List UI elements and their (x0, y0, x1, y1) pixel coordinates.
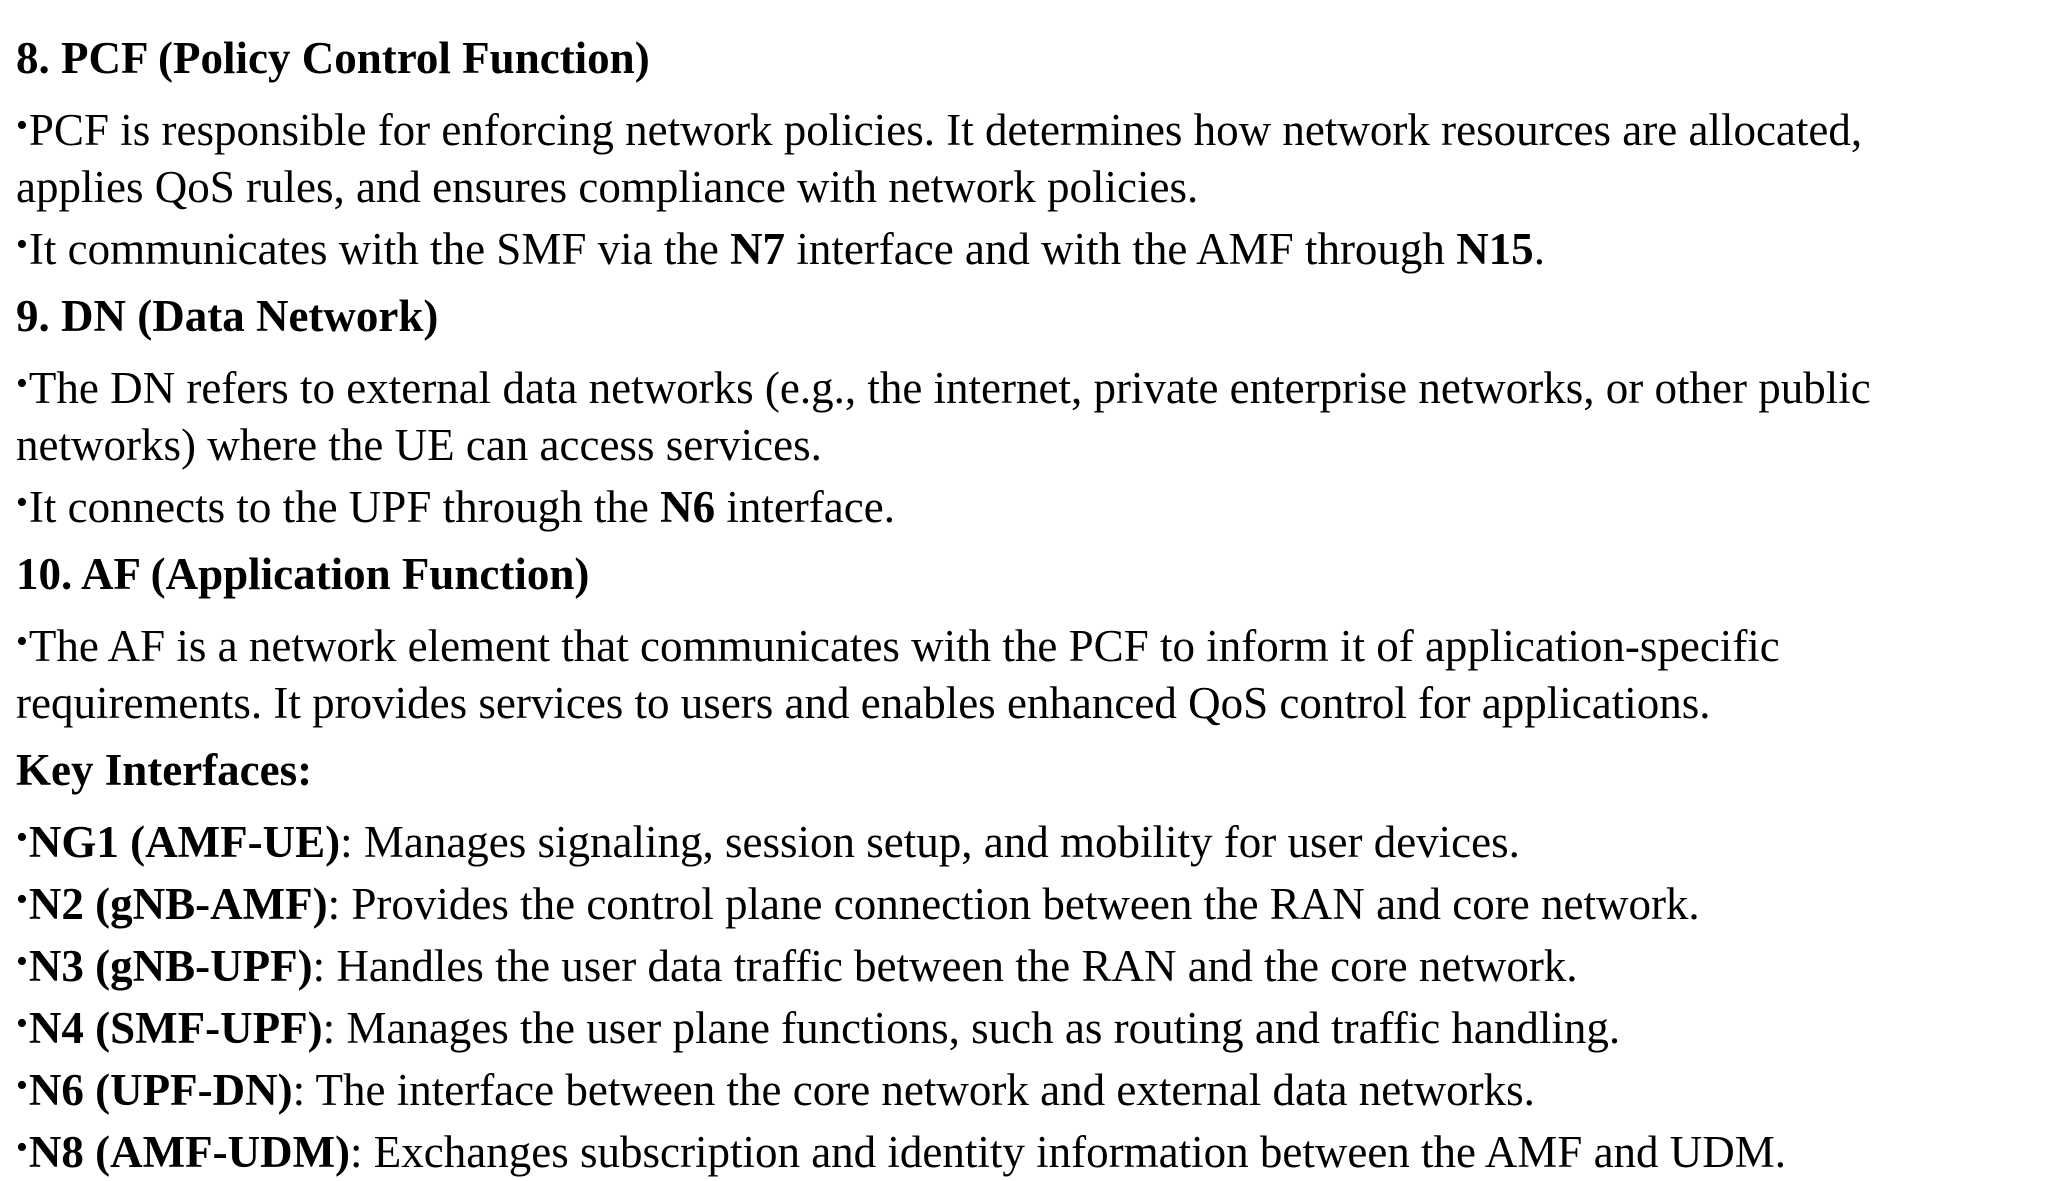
bullet-icon: • (16, 365, 28, 402)
bullet-icon: • (16, 1067, 28, 1104)
bullet-text: PCF is responsible for enforcing network… (28, 105, 1863, 155)
key-interfaces-list: •NG1 (AMF-UE): Manages signaling, sessio… (16, 809, 2032, 1181)
key-interfaces-heading: Key Interfaces: (16, 745, 313, 795)
bullet-icon: • (16, 1005, 28, 1042)
bullet-icon: • (16, 1129, 28, 1166)
bullet-continuation: networks) where the UE can access servic… (16, 420, 822, 470)
interface-desc: : Manages the user plane functions, such… (322, 1003, 1621, 1053)
interface-desc: : Handles the user data traffic between … (312, 941, 1578, 991)
section-heading-af: 10. AF (Application Function) (16, 549, 590, 599)
interface-desc: : Exchanges subscription and identity in… (350, 1127, 1787, 1177)
document-page: 8. PCF (Policy Control Function) •PCF is… (16, 33, 2032, 1177)
bullet-continuation: applies QoS rules, and ensures complianc… (16, 162, 1199, 212)
bullet-text: The AF is a network element that communi… (28, 621, 1780, 671)
section-body-dn: •The DN refers to external data networks… (16, 355, 2032, 536)
bullet-icon: • (16, 819, 28, 856)
section-heading-dn: 9. DN (Data Network) (16, 291, 439, 341)
section-body-af: •The AF is a network element that commun… (16, 613, 2032, 732)
bullet-text: It connects to the UPF through the (28, 482, 661, 532)
interface-desc: : Manages signaling, session setup, and … (340, 817, 1520, 867)
interface-name: N2 (gNB-AMF) (28, 879, 328, 929)
bullet-item: •The AF is a network element that commun… (16, 613, 2032, 675)
interface-name: N3 (gNB-UPF) (28, 941, 313, 991)
section-heading-pcf: 8. PCF (Policy Control Function) (16, 33, 650, 83)
interface-item: •NG1 (AMF-UE): Manages signaling, sessio… (16, 809, 2032, 871)
bullet-item: •The DN refers to external data networks… (16, 355, 2032, 417)
bullet-icon: • (16, 623, 28, 660)
interface-term: N7 (730, 224, 786, 274)
bullet-text: interface and with the AMF through (785, 224, 1457, 274)
interface-term: N6 (660, 482, 716, 532)
interface-name: N8 (AMF-UDM) (28, 1127, 351, 1177)
interface-desc: : The interface between the core network… (292, 1065, 1535, 1115)
interface-term: N15 (1456, 224, 1534, 274)
interface-item: •N6 (UPF-DN): The interface between the … (16, 1057, 2032, 1119)
bullet-icon: • (16, 943, 28, 980)
bullet-text: . (1533, 224, 1545, 274)
bullet-text: interface. (715, 482, 895, 532)
bullet-icon: • (16, 107, 28, 144)
interface-item: •N3 (gNB-UPF): Handles the user data tra… (16, 933, 2032, 995)
bullet-text: It communicates with the SMF via the (28, 224, 731, 274)
interface-name: NG1 (AMF-UE) (28, 817, 341, 867)
bullet-icon: • (16, 226, 28, 263)
bullet-text: The DN refers to external data networks … (28, 363, 1871, 413)
bullet-item: •It connects to the UPF through the N6 i… (16, 474, 2032, 536)
interface-item: •N8 (AMF-UDM): Exchanges subscription an… (16, 1119, 2032, 1181)
interface-desc: : Provides the control plane connection … (327, 879, 1700, 929)
section-body-pcf: •PCF is responsible for enforcing networ… (16, 97, 2032, 278)
bullet-icon: • (16, 881, 28, 918)
interface-name: N4 (SMF-UPF) (28, 1003, 323, 1053)
interface-item: •N2 (gNB-AMF): Provides the control plan… (16, 871, 2032, 933)
bullet-item: •PCF is responsible for enforcing networ… (16, 97, 2032, 159)
interface-item: •N4 (SMF-UPF): Manages the user plane fu… (16, 995, 2032, 1057)
bullet-continuation: requirements. It provides services to us… (16, 678, 1711, 728)
bullet-icon: • (16, 484, 28, 521)
bullet-item: •It communicates with the SMF via the N7… (16, 216, 2032, 278)
interface-name: N6 (UPF-DN) (28, 1065, 293, 1115)
